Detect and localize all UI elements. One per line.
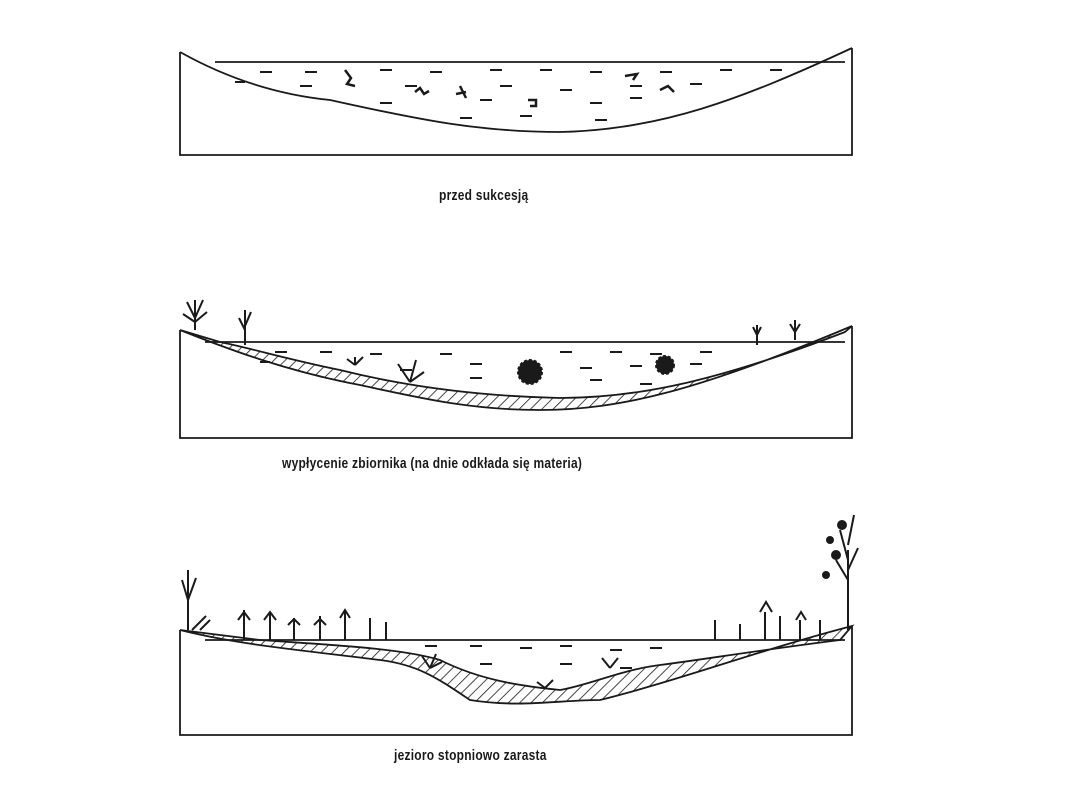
sediment-layer [179,624,855,705]
panel-before-succession [179,47,853,156]
plants [181,514,859,689]
aquatic-plants [344,69,675,108]
water-dashes [235,69,782,121]
lake-basin [179,47,853,133]
sediment-layer [179,325,853,411]
caption-before-succession: przed sukcesją [439,187,529,204]
water-dashes [260,351,712,385]
panel-overgrowing [179,514,859,736]
panel-shallowing [179,299,853,439]
caption-shallowing: wypłycenie zbiornika (na dnie odkłada si… [282,455,583,472]
water-dashes [425,645,662,669]
caption-overgrowing: jezioro stopniowo zarasta [394,747,547,764]
plants [182,299,801,385]
